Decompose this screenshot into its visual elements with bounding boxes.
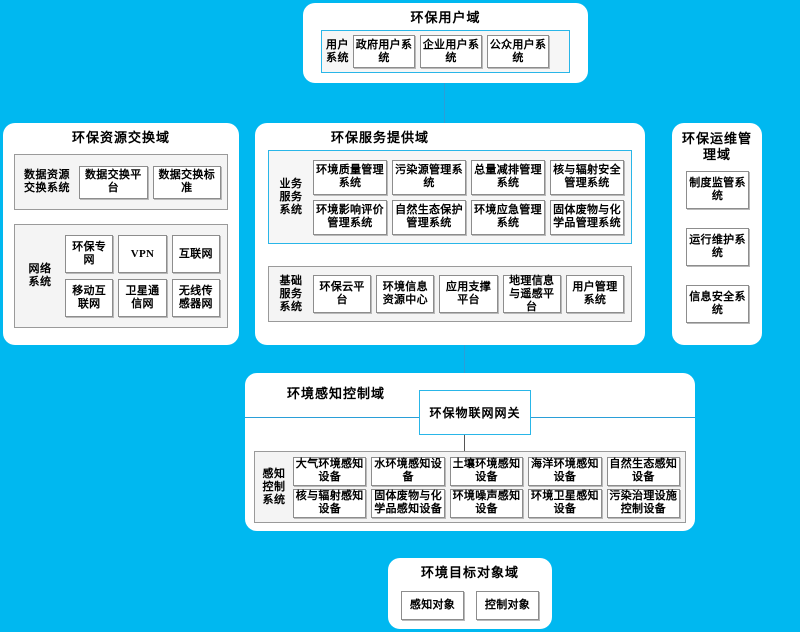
data-exchange-row: 数据交换平台 数据交换标准 <box>79 165 221 199</box>
ops-box-security[interactable]: 信息安全系统 <box>686 285 749 323</box>
basic-service-label: 基础 服务 系统 <box>279 274 303 313</box>
sensing-box-nuclear[interactable]: 核与辐射感知设备 <box>293 488 367 518</box>
connector-gateway-to-devices <box>464 435 465 451</box>
sensing-control-items: 大气环境感知设备 水环境感知设备 土壤环境感知设备 海洋环境感知设备 自然生态感… <box>293 453 685 522</box>
sensing-box-solid-waste[interactable]: 固体废物与化学品感知设备 <box>371 488 445 518</box>
target-domain-title: 环境目标对象域 <box>420 565 519 580</box>
sensing-box-noise[interactable]: 环境噪声感知设备 <box>449 488 524 518</box>
panel-sensing-domain: 环境感知控制域 环保物联网网关 感知 控制 系统 大气环境感知设备 水环境感知设… <box>245 373 695 531</box>
sensing-domain-title: 环境感知控制域 <box>287 386 386 401</box>
target-box-control-object[interactable]: 控制对象 <box>476 591 539 620</box>
connector-service-to-gateway <box>464 345 465 390</box>
panel-target-domain: 环境目标对象域 感知对象 控制对象 <box>388 558 552 629</box>
user-system-group: 用户 系统 政府用户系统 企业用户系统 公众用户系统 <box>321 30 570 73</box>
business-box-eco-protection[interactable]: 自然生态保护管理系统 <box>392 199 466 235</box>
sensing-box-pollution-control[interactable]: 污染治理设施控制设备 <box>606 488 681 518</box>
business-box-total-reduction[interactable]: 总量减排管理系统 <box>471 159 545 195</box>
user-box-enterprise[interactable]: 企业用户系统 <box>420 35 482 68</box>
business-box-nuclear-safety[interactable]: 核与辐射安全管理系统 <box>550 159 624 195</box>
network-box-vpn[interactable]: VPN <box>118 235 167 273</box>
basic-box-app-support[interactable]: 应用支撑平台 <box>439 275 498 313</box>
network-box-mobile[interactable]: 移动互联网 <box>65 279 114 317</box>
sensing-rail-right <box>531 417 695 418</box>
network-system-label: 网络 系统 <box>28 263 52 288</box>
panel-resource-domain: 环保资源交换域 数据资源 交换系统 数据交换平台 数据交换标准 网络 <box>3 123 239 345</box>
data-exchange-label: 数据资源 交换系统 <box>24 169 70 194</box>
target-box-sensing-object[interactable]: 感知对象 <box>401 591 464 620</box>
business-row-1: 环境质量管理系统 污染源管理系统 总量减排管理系统 核与辐射安全管理系统 <box>313 159 624 195</box>
ops-box-maintenance[interactable]: 运行维护系统 <box>686 228 749 266</box>
user-domain-title: 环保用户域 <box>410 10 481 25</box>
user-system-row: 政府用户系统 企业用户系统 公众用户系统 <box>353 35 565 68</box>
business-service-items: 环境质量管理系统 污染源管理系统 总量减排管理系统 核与辐射安全管理系统 环境影… <box>313 154 631 241</box>
panel-ops-domain: 环保运维管 理域 制度监管系统 运行维护系统 信息安全系统 <box>672 123 762 345</box>
network-row-2: 移动互联网 卫星通信网 无线传感器网 <box>65 279 220 317</box>
basic-box-info-center[interactable]: 环境信息资源中心 <box>376 275 435 313</box>
panel-service-domain: 环保服务提供域 业务 服务 系统 环境质量管理系统 污染源管理系统 总量减排管理… <box>255 123 645 345</box>
business-service-label: 业务 服务 系统 <box>279 177 303 216</box>
business-row-2: 环境影响评价管理系统 自然生态保护管理系统 环境应急管理系统 固体废物与化学品管… <box>313 199 624 235</box>
user-box-public[interactable]: 公众用户系统 <box>487 35 549 68</box>
network-box-wsn[interactable]: 无线传感器网 <box>171 279 220 317</box>
basic-box-user-mgmt[interactable]: 用户管理系统 <box>565 275 625 313</box>
business-box-solid-waste[interactable]: 固体废物与化学品管理系统 <box>550 199 624 235</box>
business-box-emergency[interactable]: 环境应急管理系统 <box>471 199 545 235</box>
sensing-box-water[interactable]: 水环境感知设备 <box>371 456 445 486</box>
panel-user-domain: 环保用户域 用户 系统 政府用户系统 企业用户系统 公众用户系统 <box>303 3 588 83</box>
sensing-control-label: 感知 控制 系统 <box>262 467 286 506</box>
network-system-items: 环保专网 VPN 互联网 移动互联网 卫星通信网 <box>65 229 227 323</box>
network-row-1: 环保专网 VPN 互联网 <box>65 235 220 273</box>
data-exchange-items: 数据交换平台 数据交换标准 <box>79 160 227 205</box>
basic-box-cloud[interactable]: 环保云平台 <box>313 275 372 313</box>
business-service-group: 业务 服务 系统 环境质量管理系统 污染源管理系统 总量减排管理系统 核 <box>268 150 632 244</box>
business-box-env-quality[interactable]: 环境质量管理系统 <box>313 159 387 195</box>
basic-box-gis-remote[interactable]: 地理信息与遥感平台 <box>502 275 561 313</box>
sensing-row-1: 大气环境感知设备 水环境感知设备 土壤环境感知设备 海洋环境感知设备 自然生态感… <box>293 456 681 486</box>
connector-user-to-service <box>444 82 445 128</box>
sensing-box-air[interactable]: 大气环境感知设备 <box>293 456 367 486</box>
ops-domain-title: 环保运维管 理域 <box>681 131 752 162</box>
sensing-control-group: 感知 控制 系统 大气环境感知设备 水环境感知设备 土壤环境感知设备 海 <box>254 451 686 523</box>
sensing-rail-left <box>245 417 419 418</box>
business-box-eia[interactable]: 环境影响评价管理系统 <box>313 199 387 235</box>
iot-gateway-box[interactable]: 环保物联网网关 <box>419 390 531 435</box>
network-box-internet[interactable]: 互联网 <box>171 235 220 273</box>
data-box-platform[interactable]: 数据交换平台 <box>79 165 148 199</box>
data-exchange-group: 数据资源 交换系统 数据交换平台 数据交换标准 <box>14 154 228 210</box>
ops-box-supervision[interactable]: 制度监管系统 <box>686 171 749 209</box>
network-box-dedicated[interactable]: 环保专网 <box>65 235 114 273</box>
sensing-box-soil[interactable]: 土壤环境感知设备 <box>449 456 524 486</box>
sensing-box-ecology[interactable]: 自然生态感知设备 <box>606 456 681 486</box>
network-box-satellite[interactable]: 卫星通信网 <box>118 279 167 317</box>
sensing-box-satellite[interactable]: 环境卫星感知设备 <box>528 488 602 518</box>
service-domain-title: 环保服务提供域 <box>330 130 429 145</box>
sensing-box-marine[interactable]: 海洋环境感知设备 <box>528 456 602 486</box>
network-system-group: 网络 系统 环保专网 VPN 互联网 移动互联网 <box>14 224 228 328</box>
basic-service-row: 环保云平台 环境信息资源中心 应用支撑平台 地理信息与遥感平台 用户管理系统 <box>313 275 625 313</box>
data-box-standard[interactable]: 数据交换标准 <box>152 165 221 199</box>
business-box-pollution-source[interactable]: 污染源管理系统 <box>392 159 466 195</box>
basic-service-items: 环保云平台 环境信息资源中心 应用支撑平台 地理信息与遥感平台 用户管理系统 <box>313 270 631 318</box>
user-system-label: 用户 系统 <box>326 38 349 64</box>
resource-domain-title: 环保资源交换域 <box>71 130 170 145</box>
sensing-row-2: 核与辐射感知设备 固体废物与化学品感知设备 环境噪声感知设备 环境卫星感知设备 … <box>293 488 681 518</box>
basic-service-group: 基础 服务 系统 环保云平台 环境信息资源中心 应用支撑平台 地理信息与 <box>268 266 632 322</box>
user-box-government[interactable]: 政府用户系统 <box>353 35 415 68</box>
user-system-items: 政府用户系统 企业用户系统 公众用户系统 <box>353 32 569 71</box>
